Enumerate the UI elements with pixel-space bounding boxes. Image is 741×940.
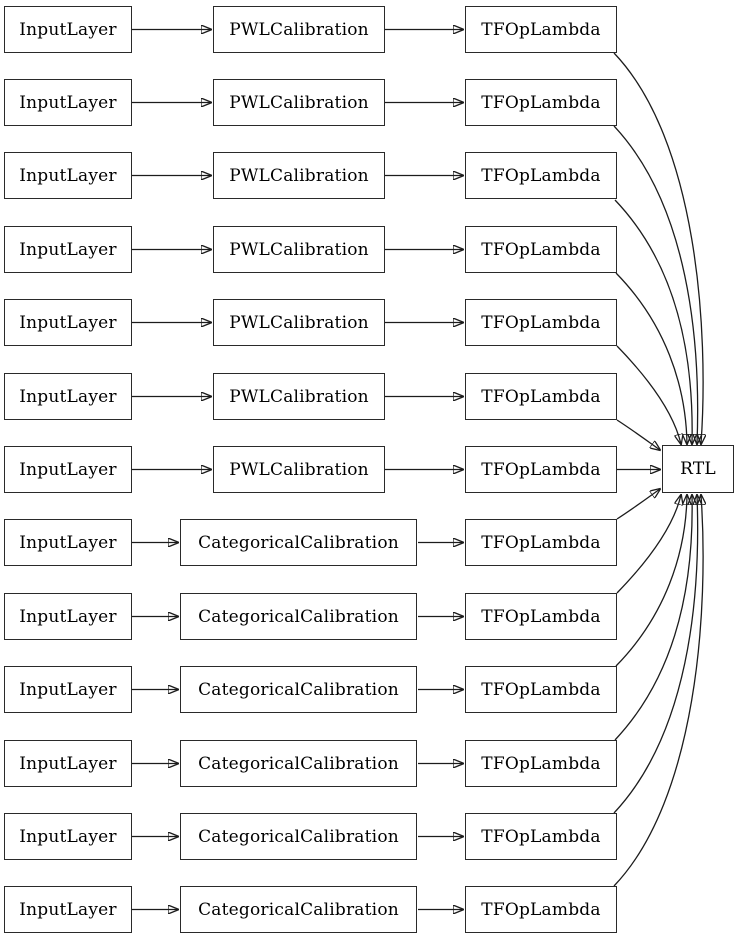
node-tf-op-lambda: TFOpLambda [465, 373, 617, 420]
node-input-layer: InputLayer [4, 152, 132, 199]
node-input-layer: InputLayer [4, 299, 132, 346]
edge-lambda-to-rtl [613, 125, 698, 444]
edge-lambda-to-rtl [616, 495, 681, 594]
node-categorical-calibration: CategoricalCalibration [180, 666, 417, 713]
node-input-layer: InputLayer [4, 373, 132, 420]
node-tf-op-lambda: TFOpLambda [465, 740, 617, 787]
node-tf-op-lambda: TFOpLambda [465, 813, 617, 860]
node-categorical-calibration: CategoricalCalibration [180, 593, 417, 640]
node-input-layer: InputLayer [4, 740, 132, 787]
node-tf-op-lambda: TFOpLambda [465, 6, 617, 53]
node-tf-op-lambda: TFOpLambda [465, 299, 617, 346]
node-tf-op-lambda: TFOpLambda [465, 666, 617, 713]
node-tf-op-lambda: TFOpLambda [465, 226, 617, 273]
node-tf-op-lambda: TFOpLambda [465, 519, 617, 566]
node-categorical-calibration: CategoricalCalibration [180, 519, 417, 566]
node-input-layer: InputLayer [4, 593, 132, 640]
node-input-layer: InputLayer [4, 813, 132, 860]
edge-lambda-to-rtl [613, 52, 703, 444]
node-tf-op-lambda: TFOpLambda [465, 593, 617, 640]
node-pwl-calibration: PWLCalibration [213, 299, 385, 346]
edge-lambda-to-rtl [613, 495, 698, 814]
node-input-layer: InputLayer [4, 6, 132, 53]
node-pwl-calibration: PWLCalibration [213, 152, 385, 199]
node-pwl-calibration: PWLCalibration [213, 373, 385, 420]
edge-lambda-to-rtl [616, 489, 660, 520]
node-input-layer: InputLayer [4, 79, 132, 126]
edge-lambda-to-rtl [616, 419, 660, 450]
node-tf-op-lambda: TFOpLambda [465, 886, 617, 933]
node-rtl: RTL [662, 445, 734, 493]
node-categorical-calibration: CategoricalCalibration [180, 886, 417, 933]
node-tf-op-lambda: TFOpLambda [465, 79, 617, 126]
node-input-layer: InputLayer [4, 446, 132, 493]
node-pwl-calibration: PWLCalibration [213, 226, 385, 273]
edge-lambda-to-rtl [616, 345, 681, 444]
edge-lambda-to-rtl [614, 495, 692, 741]
node-categorical-calibration: CategoricalCalibration [180, 740, 417, 787]
edge-lambda-to-rtl [615, 272, 687, 444]
edge-lambda-to-rtl [613, 495, 703, 887]
node-tf-op-lambda: TFOpLambda [465, 446, 617, 493]
node-categorical-calibration: CategoricalCalibration [180, 813, 417, 860]
node-input-layer: InputLayer [4, 666, 132, 713]
node-input-layer: InputLayer [4, 886, 132, 933]
edge-lambda-to-rtl [615, 495, 687, 667]
edge-lambda-to-rtl [614, 199, 692, 444]
node-pwl-calibration: PWLCalibration [213, 79, 385, 126]
node-pwl-calibration: PWLCalibration [213, 6, 385, 53]
node-pwl-calibration: PWLCalibration [213, 446, 385, 493]
node-input-layer: InputLayer [4, 519, 132, 566]
node-tf-op-lambda: TFOpLambda [465, 152, 617, 199]
node-input-layer: InputLayer [4, 226, 132, 273]
